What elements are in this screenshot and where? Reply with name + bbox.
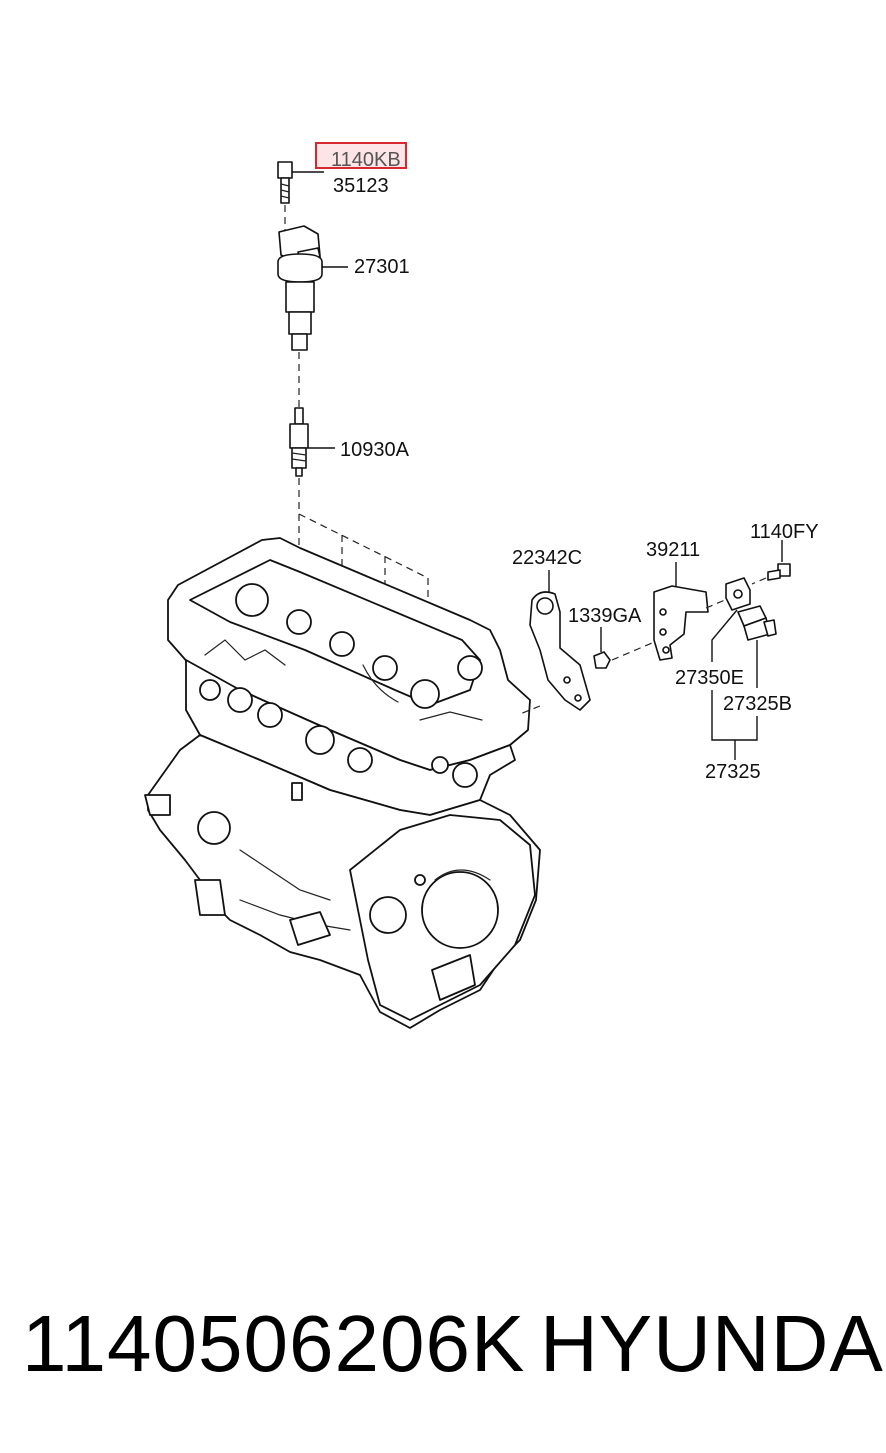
connector-27350e (711, 577, 751, 662)
label-35123[interactable]: 35123 (333, 175, 389, 197)
label-27350e[interactable]: 27350E (675, 667, 744, 689)
bracket-39211 (653, 562, 726, 661)
label-39211[interactable]: 39211 (646, 539, 700, 561)
highlight-box[interactable] (315, 142, 407, 169)
label-22342c[interactable]: 22342C (512, 547, 582, 569)
label-1339ga[interactable]: 1339GA (568, 605, 642, 627)
brand-name: HYUNDAI (540, 1299, 886, 1388)
label-27325b[interactable]: 27325B (723, 693, 792, 715)
bolt-35123 (277, 161, 324, 204)
spark-plug-10930a (289, 407, 335, 477)
label-1140kb[interactable]: 1140KB (331, 149, 401, 171)
ignition-coil-27301 (277, 225, 348, 351)
bolt-1140fy (751, 540, 791, 585)
part-number: 1140506206K (22, 1299, 526, 1388)
label-10930a[interactable]: 10930A (340, 439, 410, 461)
nut-1339ga (593, 627, 653, 669)
label-1140fy[interactable]: 1140FY (750, 521, 819, 543)
bracket-22342c (519, 570, 591, 715)
engine-illustration (144, 537, 541, 1029)
sensor-27325b (737, 605, 777, 688)
footer: 1140506206K HYUNDAI (0, 1296, 886, 1406)
label-27301[interactable]: 27301 (354, 256, 410, 278)
label-27325[interactable]: 27325 (705, 761, 761, 783)
